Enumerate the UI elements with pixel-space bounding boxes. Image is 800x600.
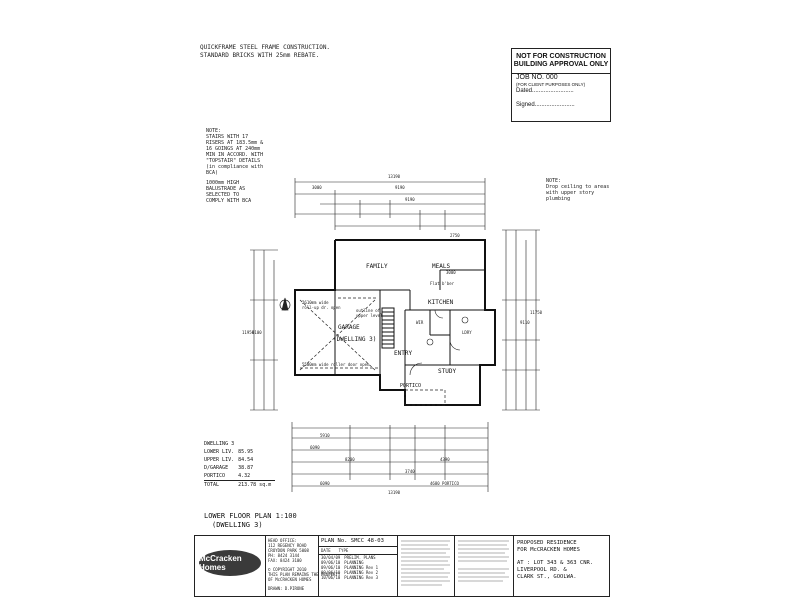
approval-stamp: NOT FOR CONSTRUCTION BUILDING APPROVAL O… (511, 48, 611, 122)
dim-top-overall: 13190 (388, 174, 401, 179)
dim-bottom-b: 8200 (345, 457, 355, 462)
stamp-job: JOB NO. 000 (516, 74, 558, 81)
room-meals: MEALS (432, 263, 451, 270)
dim-left-overall: 11950 (242, 330, 255, 335)
room-portico: PORTICO (400, 383, 422, 389)
stamp-title-2: BUILDING APPROVAL ONLY (513, 61, 609, 68)
area-row: UPPER LIV.84.54 (204, 457, 254, 463)
dim-bottom-e: 5910 (320, 433, 330, 438)
room-family: FAMILY (366, 263, 388, 270)
dim-top-left: 3000 (312, 185, 322, 190)
plan-title: LOWER FLOOR PLAN 1:100 (DWELLING 3) (204, 512, 297, 530)
meals-dim: 3000 (446, 270, 456, 275)
proposed-residence: PROPOSED RESIDENCE FOR McCRACKEN HOMES (517, 540, 580, 553)
dim-left-b: 9100 (252, 330, 262, 335)
roller-door-bottom: 5500mm wide roller door open (302, 362, 370, 367)
dim-top-mid: 9190 (395, 185, 405, 190)
dim-right-b: 9110 (520, 320, 530, 325)
title-block-notes-cell (398, 536, 455, 596)
plan-title-line-2: (DWELLING 3) (212, 521, 263, 529)
title-block: McCracken Homes HEAD OFFICE: 112 REGENCY… (194, 535, 610, 597)
area-row: LOWER LIV.85.95 (204, 449, 254, 455)
room-kitchen: KITCHEN (428, 299, 454, 306)
title-block-logo-cell: McCracken Homes (195, 536, 266, 596)
stairs-note: NOTE: STAIRS WITH 17 RISERS AT 183.5mm &… (206, 128, 264, 176)
header-notes: QUICKFRAME STEEL FRAME CONSTRUCTION. STA… (200, 44, 330, 59)
plan-number: PLAN No. SMCC 48-03 (319, 536, 397, 547)
room-garage: GARAGE (338, 324, 360, 331)
area-schedule: DWELLING 3 LOWER LIV.85.95 UPPER LIV.84.… (204, 440, 276, 490)
stamp-title-1: NOT FOR CONSTRUCTION (516, 53, 606, 60)
room-wir: WIR (416, 320, 424, 325)
dim-top-second: 9190 (405, 197, 415, 202)
glazing-notes (458, 540, 509, 582)
upper-outline-label: outline of upper level (356, 308, 383, 318)
flat-bber-label: Flat b'ber (430, 281, 455, 286)
dim-right-overall: 11750 (530, 310, 543, 315)
header-line-1: QUICKFRAME STEEL FRAME CONSTRUCTION. (200, 44, 331, 51)
title-block-office-cell: HEAD OFFICE: 112 REGENCY ROAD CROYDON PA… (266, 536, 341, 596)
dim-bottom-overall: 13190 (388, 490, 401, 495)
fine-print-notes (401, 540, 450, 586)
stamp-dated: Dated......................... (516, 88, 574, 94)
dim-bottom-f: 6090 (320, 481, 330, 486)
room-study: STUDY (438, 368, 457, 375)
room-dwelling: (DWELLING 3) (333, 336, 377, 343)
stamp-client: (FOR CLIENT PURPOSES ONLY) (516, 82, 586, 87)
stamp-signed: Signed........................ (516, 102, 575, 108)
room-ldry: LDRY (462, 330, 472, 335)
drawn-by: DRAWN: D.PIRONE (268, 586, 305, 591)
area-title: DWELLING 3 (204, 441, 235, 447)
title-block-glazing-cell (455, 536, 514, 596)
dim-bottom-portico: 4680 PORTICO (430, 481, 459, 486)
head-office: HEAD OFFICE: 112 REGENCY ROAD CROYDON PA… (268, 538, 309, 563)
dim-bottom-c: 4390 (440, 457, 450, 462)
balustrade-note: 1000mm HIGH BALUSTRADE AS SELECTED TO CO… (206, 180, 252, 204)
roller-door-top: 2610mm wide roll-up dr. open (302, 300, 341, 310)
title-block-project-cell: PROPOSED RESIDENCE FOR McCRACKEN HOMES A… (517, 540, 607, 581)
area-table: LOWER LIV.85.95 UPPER LIV.84.54 D/GARAGE… (204, 448, 276, 490)
family-dim: 2750 (450, 233, 460, 238)
mccracken-logo: McCracken Homes (199, 550, 261, 576)
dim-bottom-a: 6090 (310, 445, 320, 450)
site-address: AT : LOT 343 & 363 CNR. LIVERPOOL RD. & … (517, 560, 594, 580)
ceiling-note: NOTE: Drop ceiling to areas with upper s… (546, 178, 610, 202)
floor-plan-drawing (250, 178, 540, 492)
logo-text: McCracken Homes (199, 554, 242, 572)
dim-bottom-d: 3740 (405, 469, 415, 474)
plan-title-line-1: LOWER FLOOR PLAN 1:100 (204, 512, 297, 520)
copyright: © COPYRIGHT 2010 THIS PLAN REMAINS THE P… (268, 567, 341, 582)
revision-header: DATE TYPE (319, 547, 397, 555)
header-line-2: STANDARD BRICKS WITH 25mm REBATE. (200, 51, 320, 59)
room-entry: ENTRY (394, 350, 413, 357)
